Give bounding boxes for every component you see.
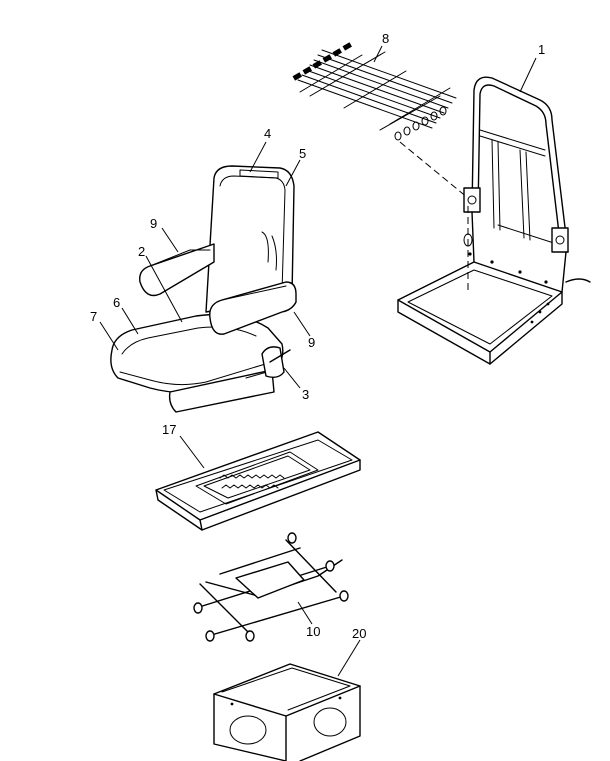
part-10-scissor-mechanism <box>193 532 349 642</box>
callout-17: 17 <box>162 422 176 437</box>
callout-6: 6 <box>113 295 120 310</box>
callout-2: 2 <box>138 244 145 259</box>
part-1-seat-frame <box>397 76 591 365</box>
callout-7: 7 <box>90 309 97 324</box>
callout-20: 20 <box>352 626 366 641</box>
callout-5: 5 <box>299 146 306 161</box>
callout-4: 4 <box>264 126 271 141</box>
callouts: 1 2 3 4 5 6 7 8 9 9 10 17 20 <box>90 31 545 641</box>
callout-10: 10 <box>306 624 320 639</box>
part-17-pan <box>155 431 361 531</box>
part-20-base-box <box>213 663 361 761</box>
callout-1: 1 <box>538 42 545 57</box>
callout-3: 3 <box>302 387 309 402</box>
callout-9-left-armrest: 9 <box>150 216 157 231</box>
part-8-bar-assembly <box>292 42 469 199</box>
seat-assembly <box>110 165 297 413</box>
callout-8: 8 <box>382 31 389 46</box>
callout-9-right-armrest: 9 <box>308 335 315 350</box>
leader-lines <box>99 45 537 677</box>
